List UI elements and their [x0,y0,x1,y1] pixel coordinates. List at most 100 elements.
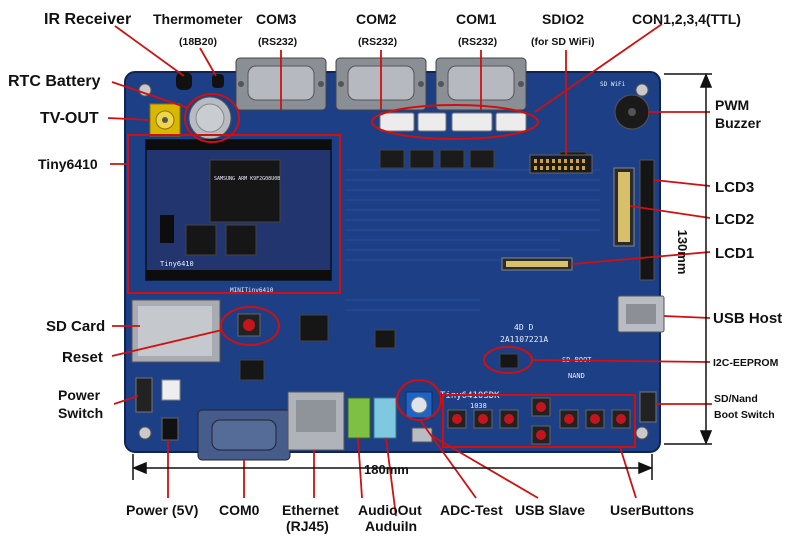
usb-host-connector [617,295,665,333]
adc-pot [405,391,433,419]
label-com2-sub: (RS232) [358,36,397,48]
audio-jacks [347,397,397,439]
com0-connector [197,409,291,461]
label-i2c-eeprom: I2C-EEPROM [713,357,779,369]
label-lcd3: LCD3 [715,179,754,196]
nand-silk: NAND [568,372,585,380]
leader-audio-in [385,437,397,517]
label-ir-receiver: IR Receiver [44,11,131,28]
user-buttons-highlight [442,394,636,448]
label-pwm-buzzer-2: Buzzer [715,115,761,131]
sd-wifi-silk: SD WiFi [600,81,626,88]
leader-power-switch [113,395,139,405]
label-pwm-buzzer-1: PWM [715,97,749,113]
label-tiny6410: Tiny6410 [38,156,98,172]
eeprom-chip [499,353,519,369]
power-switch-part [135,377,181,413]
tv-out-connector [149,103,181,137]
width-dimension-label: 180mm [364,462,409,477]
lcd1-connector [501,257,573,271]
rj45-connector [287,391,345,451]
rtc-highlight [184,93,240,143]
sdio2-header [529,154,593,174]
module-silk: MINITiny6410 [230,287,274,294]
leader-lcd2 [629,205,711,219]
pcb-board: SD WiFi SAMSUNG ARM [124,57,665,461]
label-rtc-battery: RTC Battery [8,73,101,90]
mount-hole [635,83,649,97]
leader-lcd3 [653,179,711,187]
label-reset: Reset [62,349,103,366]
label-adc-test: ADC-Test [440,502,503,518]
ethernet-chip [239,314,396,381]
label-com3-sub: (RS232) [258,36,297,48]
leader-adc [419,419,477,499]
label-usb-slave: USB Slave [515,502,585,518]
leader-lines [107,23,712,517]
height-dimension-label: 130mm [675,230,690,275]
leader-usb-slave [431,435,539,499]
leader-usb-host [663,315,711,319]
ttl-highlight [371,104,539,140]
label-lcd1: LCD1 [715,245,754,262]
label-power-switch-1: Power [58,387,101,403]
label-thermometer: Thermometer [153,11,243,27]
label-com2: COM2 [356,11,397,27]
label-lcd2: LCD2 [715,211,754,228]
leader-rtc [111,81,189,109]
ttl-headers [379,112,527,132]
leader-eeprom [531,359,711,363]
lcd2-connector [613,167,635,247]
label-usb-host: USB Host [713,310,782,327]
thermometer-part [212,74,224,88]
tiny6410-highlight [127,134,341,294]
label-thermometer-sub: (18B20) [179,36,217,48]
label-com1: COM1 [456,11,497,27]
power-jack-part [161,417,179,441]
leader-lcd1 [571,251,711,265]
leader-con [534,23,663,113]
label-boot-switch-1: SD/Nand [714,393,758,405]
label-boot-switch-2: Boot Switch [714,409,775,421]
pwm-buzzer [614,94,650,130]
label-ethernet-2: (RJ45) [286,518,329,534]
cpu-mark-silk: SAMSUNG ARM K9F2G08U0B [214,176,280,182]
label-user-buttons: UserButtons [610,502,694,518]
label-sdio2: SDIO2 [542,11,584,27]
mount-hole [138,426,152,440]
leader-thermo [199,47,217,77]
adc-highlight [396,379,442,421]
lcd3-header [639,159,655,281]
label-sd-card: SD Card [46,318,105,335]
label-sdio2-sub: (for SD WiFi) [531,36,594,48]
sd-card-slot [131,299,221,363]
board-rev-silk: 1038 [470,402,487,410]
reset-button-part [237,313,261,337]
highlights [127,93,636,448]
chip-code-silk: 2A1107221A [500,335,548,344]
ir-receiver-part [176,72,192,90]
leader-ir [114,25,185,77]
reset-highlight [220,306,280,346]
tiny6410-module: SAMSUNG ARM K9F2G08U0B Tiny6410 MINITiny… [145,139,332,294]
module-name-silk: Tiny6410 [160,260,194,268]
boot-switch-part [639,391,657,423]
chip-mark-silk: 4D D [514,323,533,332]
label-ethernet-1: Ethernet [282,502,339,518]
label-con-ttl: CON1,2,3,4(TTL) [632,11,741,27]
label-com3: COM3 [256,11,297,27]
dimension-lines [132,73,713,480]
label-power-5v: Power (5V) [126,502,198,518]
usb-slave-connector [411,427,433,443]
label-tv-out: TV-OUT [40,110,99,127]
leader-tvout [107,117,151,121]
rtc-battery [188,96,232,140]
pcb-traces [345,169,600,311]
leader-reset [111,329,223,357]
label-power-switch-2: Switch [58,405,103,421]
mount-hole [635,426,649,440]
label-audio-in: AuduiIn [365,518,417,534]
label-com0: COM0 [219,502,260,518]
label-com1-sub: (RS232) [458,36,497,48]
